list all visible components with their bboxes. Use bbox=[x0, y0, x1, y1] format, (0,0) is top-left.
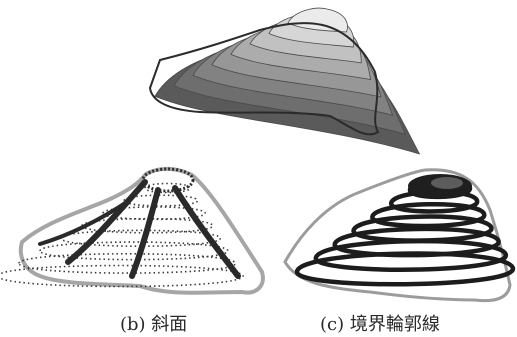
slope-model: (b) 斜面 bbox=[0, 169, 263, 335]
summit-rim bbox=[143, 169, 193, 191]
dotted-contour bbox=[19, 254, 235, 273]
ridge-line-center bbox=[132, 190, 158, 276]
ridge-line-left bbox=[68, 182, 145, 262]
caption-b: (b) 斜面 bbox=[120, 314, 187, 335]
elevation-layers bbox=[155, 8, 420, 154]
shaded-terrain-model bbox=[150, 8, 420, 154]
boundary-contour-model: (c) 境界輪郭線 bbox=[285, 170, 513, 335]
dotted-contour bbox=[40, 242, 228, 260]
boundary-contour-lines bbox=[297, 180, 513, 285]
summit-highlight bbox=[431, 177, 463, 189]
caption-c: (c) 境界輪郭線 bbox=[320, 314, 440, 335]
